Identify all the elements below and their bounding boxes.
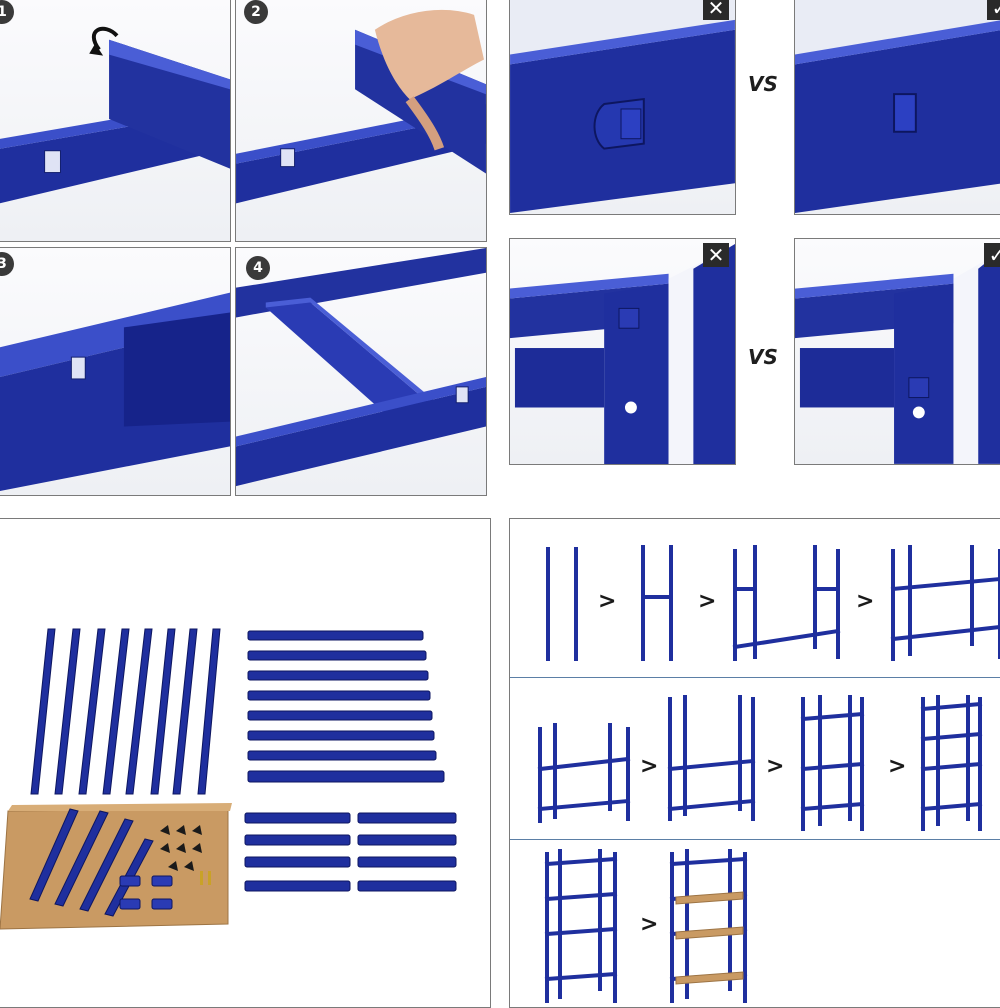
next-arrow-icon: > (766, 754, 785, 779)
next-arrow-icon: > (698, 589, 717, 614)
parts-overview-photo (0, 518, 491, 1008)
post-right-illustration (795, 251, 1000, 464)
wrong-mark-icon: ✕ (703, 0, 729, 20)
next-arrow-icon: > (888, 754, 907, 779)
beam-wrong-photo: ✕ (509, 0, 736, 215)
wrong-mark-icon: ✕ (703, 243, 729, 267)
beam-right-photo: ✓ (794, 0, 1000, 215)
hand-placing-beam-illustration (236, 9, 486, 204)
post-right-photo: ✓ (794, 238, 1000, 465)
step-4-badge: 4 (246, 256, 270, 280)
assembly-stages-illustration (537, 545, 1000, 1003)
beam-wrong-illustration (510, 0, 735, 214)
step-1-photo: 1 (0, 0, 231, 242)
next-arrow-icon: > (640, 912, 659, 937)
step-3-badge: 3 (0, 252, 14, 276)
next-arrow-icon: > (856, 589, 875, 614)
next-arrow-icon: > (640, 754, 659, 779)
row-divider-2 (510, 839, 1000, 840)
step-1-badge: 1 (0, 0, 14, 24)
frame-with-cross-beam-illustration (236, 248, 486, 487)
step-2-badge: 2 (244, 0, 268, 24)
step-4-photo: 4 (235, 247, 487, 496)
step-3-photo: 3 (0, 247, 231, 496)
post-wrong-photo: ✕ (509, 238, 736, 465)
beam-right-illustration (795, 0, 1000, 213)
parts-layout-illustration (0, 628, 457, 930)
beam-insertion-illustration (0, 26, 230, 204)
vs-label-top: VS (748, 72, 778, 96)
right-mark-icon: ✓ (984, 243, 1000, 267)
post-wrong-illustration (510, 243, 735, 464)
next-arrow-icon: > (598, 589, 617, 614)
vs-label-bottom: VS (748, 345, 778, 369)
right-mark-icon: ✓ (987, 0, 1000, 20)
row-divider-1 (510, 677, 1000, 678)
step-2-photo: 2 (235, 0, 487, 242)
assembly-sequence-photo: > > > > > > > (509, 518, 1000, 1008)
beam-locked-illustration (0, 292, 230, 491)
